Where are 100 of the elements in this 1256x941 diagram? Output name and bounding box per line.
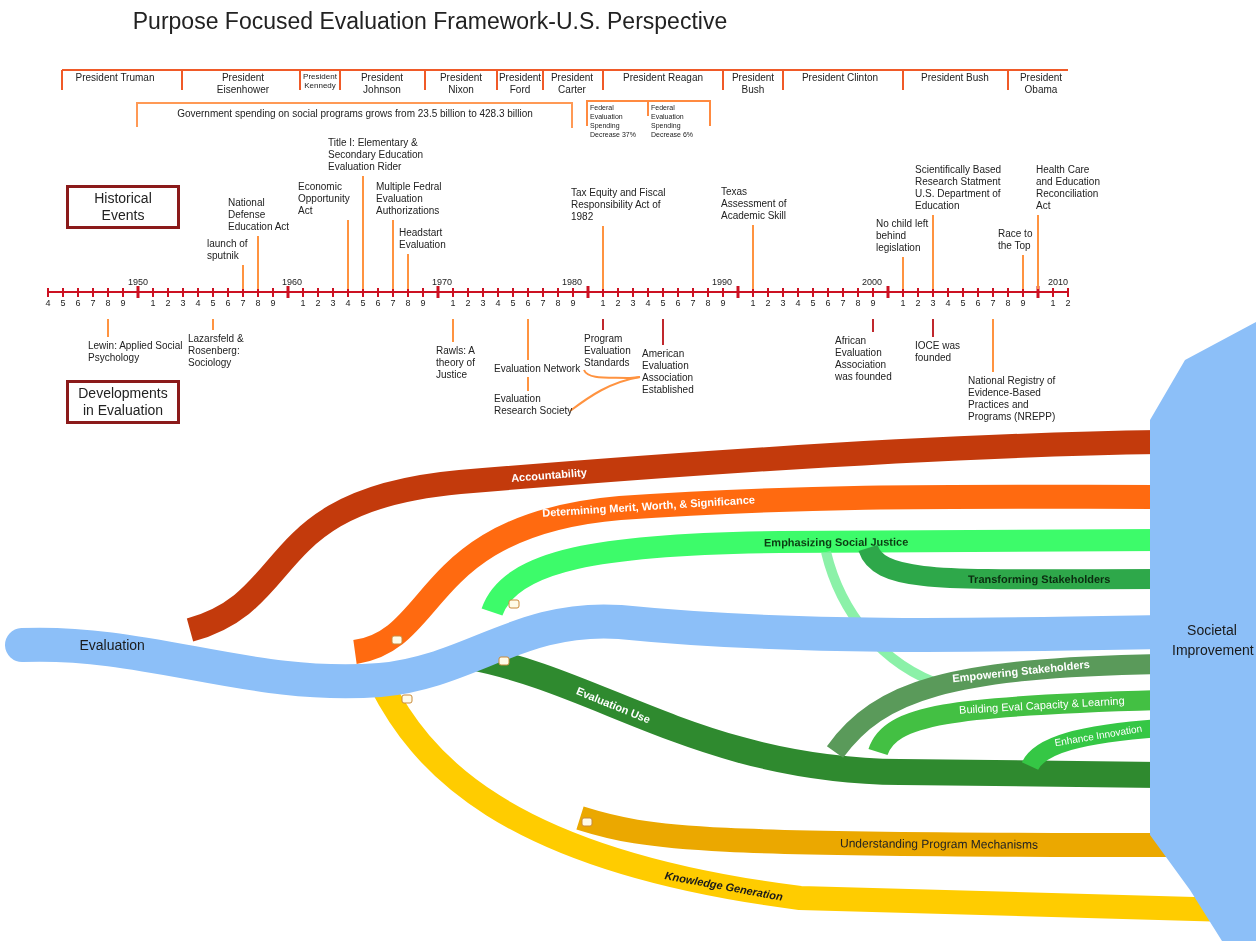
year-tick-label: 2 bbox=[764, 298, 772, 308]
event-text: Texas Assessment of Academic Skill bbox=[721, 186, 801, 222]
stream-label: Knowledge Generation bbox=[663, 869, 784, 903]
year-tick-label: 1 bbox=[599, 298, 607, 308]
event-text: Lazarsfeld & Rosenberg: Sociology bbox=[188, 333, 260, 369]
president-label: President Johnson bbox=[359, 72, 405, 96]
year-tick-label: 8 bbox=[404, 298, 412, 308]
category-box: Developments in Evaluation bbox=[66, 380, 180, 424]
stream-label: Transforming Stakeholders bbox=[968, 573, 1111, 586]
year-tick-label: 1 bbox=[1049, 298, 1057, 308]
year-tick-label: 9 bbox=[869, 298, 877, 308]
year-tick-label: 7 bbox=[239, 298, 247, 308]
leader-line bbox=[602, 225, 604, 290]
year-tick-label: 1 bbox=[749, 298, 757, 308]
year-tick-label: 6 bbox=[824, 298, 832, 308]
year-tick-label: 4 bbox=[494, 298, 502, 308]
year-tick-label: 8 bbox=[554, 298, 562, 308]
leader-line bbox=[257, 235, 259, 290]
event-text: IOCE was founded bbox=[915, 340, 977, 364]
outcome-label: Societal Improvement bbox=[1172, 621, 1252, 660]
year-tick-label: 2 bbox=[914, 298, 922, 308]
year-tick-label: 1 bbox=[899, 298, 907, 308]
year-tick-label: 8 bbox=[704, 298, 712, 308]
year-tick-label: 1 bbox=[449, 298, 457, 308]
president-label: President Bush bbox=[730, 72, 776, 96]
year-tick-label: 9 bbox=[419, 298, 427, 308]
year-tick-label: 3 bbox=[629, 298, 637, 308]
year-tick-label: 7 bbox=[389, 298, 397, 308]
event-text: Rawls: A theory of Justice bbox=[436, 345, 488, 381]
leader-line bbox=[662, 318, 664, 346]
leader-line bbox=[932, 214, 934, 290]
event-text: Economic Opportunity Act bbox=[298, 181, 356, 217]
decade-label: 2010 bbox=[1047, 276, 1069, 288]
year-tick-label: 7 bbox=[689, 298, 697, 308]
leader-line bbox=[212, 318, 214, 331]
decade-label: 1950 bbox=[127, 276, 149, 288]
president-label: President Obama bbox=[1018, 72, 1064, 96]
stream-label: Enhance Innovation bbox=[1053, 722, 1143, 748]
year-tick-label: 5 bbox=[959, 298, 967, 308]
president-label: President Ford bbox=[498, 72, 542, 96]
event-text: American Evaluation Association Established bbox=[642, 348, 714, 396]
year-tick-label: 6 bbox=[674, 298, 682, 308]
leader-line bbox=[362, 175, 364, 290]
leader-line bbox=[932, 318, 934, 338]
year-tick-label: 2 bbox=[164, 298, 172, 308]
year-tick-label: 5 bbox=[359, 298, 367, 308]
event-text: Multiple Fedral Evaluation Authorizations bbox=[376, 181, 456, 217]
stream-label: Accountability bbox=[511, 465, 588, 484]
event-text: Health Care and Education Reconciliation Act bbox=[1036, 164, 1108, 212]
year-tick-label: 2 bbox=[614, 298, 622, 308]
year-tick-label: 9 bbox=[269, 298, 277, 308]
leader-line bbox=[872, 318, 874, 333]
year-tick-label: 5 bbox=[509, 298, 517, 308]
leader-line bbox=[752, 224, 754, 290]
leader-line bbox=[1037, 214, 1039, 290]
year-tick-label: 6 bbox=[974, 298, 982, 308]
stream-label: Empowering Stakeholders bbox=[951, 658, 1091, 685]
event-text: African Evaluation Association was founded bbox=[835, 335, 899, 383]
year-tick-label: 4 bbox=[794, 298, 802, 308]
year-tick-label: 7 bbox=[989, 298, 997, 308]
event-text: Race to the Top bbox=[998, 228, 1040, 252]
decade-label: 2000 bbox=[861, 276, 883, 288]
leader-line bbox=[1022, 254, 1024, 290]
event-text: Lewin: Applied Social Psychology bbox=[88, 340, 183, 364]
connector-line bbox=[527, 376, 529, 392]
leader-line bbox=[992, 318, 994, 373]
year-tick-label: 4 bbox=[44, 298, 52, 308]
year-tick-label: 4 bbox=[344, 298, 352, 308]
category-box: Historical Events bbox=[66, 185, 180, 229]
leader-line bbox=[407, 253, 409, 290]
diagram-title: Purpose Focused Evaluation Framework-U.S. Perspective bbox=[131, 8, 729, 35]
year-tick-label: 2 bbox=[464, 298, 472, 308]
event-text: No child left behind legislation bbox=[876, 218, 938, 254]
decade-label: 1960 bbox=[281, 276, 303, 288]
event-text: National Registry of Evidence-Based Practices and Programs (NREPP) bbox=[968, 375, 1072, 423]
year-tick-label: 4 bbox=[644, 298, 652, 308]
year-tick-label: 3 bbox=[929, 298, 937, 308]
president-label: President Reagan bbox=[621, 72, 705, 84]
event-text: Title I: Elementary & Secondary Education Evaluation Rider bbox=[328, 137, 440, 173]
president-label: President Clinton bbox=[800, 72, 880, 84]
period-note: Government spending on social programs grows from 23.5 billion to 428.3 billion bbox=[176, 108, 534, 120]
leader-line bbox=[602, 318, 604, 331]
year-tick-label: 7 bbox=[539, 298, 547, 308]
year-tick-label: 3 bbox=[479, 298, 487, 308]
year-tick-label: 5 bbox=[809, 298, 817, 308]
year-tick-label: 3 bbox=[179, 298, 187, 308]
stream-label: Evaluation bbox=[79, 637, 145, 653]
event-text: Headstart Evaluation bbox=[399, 227, 461, 251]
year-tick-label: 5 bbox=[659, 298, 667, 308]
year-tick-label: 6 bbox=[74, 298, 82, 308]
event-text: Evaluation Research Society bbox=[494, 393, 576, 417]
leader-line bbox=[347, 219, 349, 290]
president-label: President Truman bbox=[74, 72, 156, 84]
leader-line bbox=[452, 318, 454, 343]
president-label: President Eisenhower bbox=[215, 72, 271, 96]
stream-label: Building Eval Capacity & Learning bbox=[958, 693, 1125, 716]
year-tick-label: 8 bbox=[104, 298, 112, 308]
year-tick-label: 8 bbox=[854, 298, 862, 308]
year-tick-label: 5 bbox=[209, 298, 217, 308]
year-tick-label: 9 bbox=[119, 298, 127, 308]
